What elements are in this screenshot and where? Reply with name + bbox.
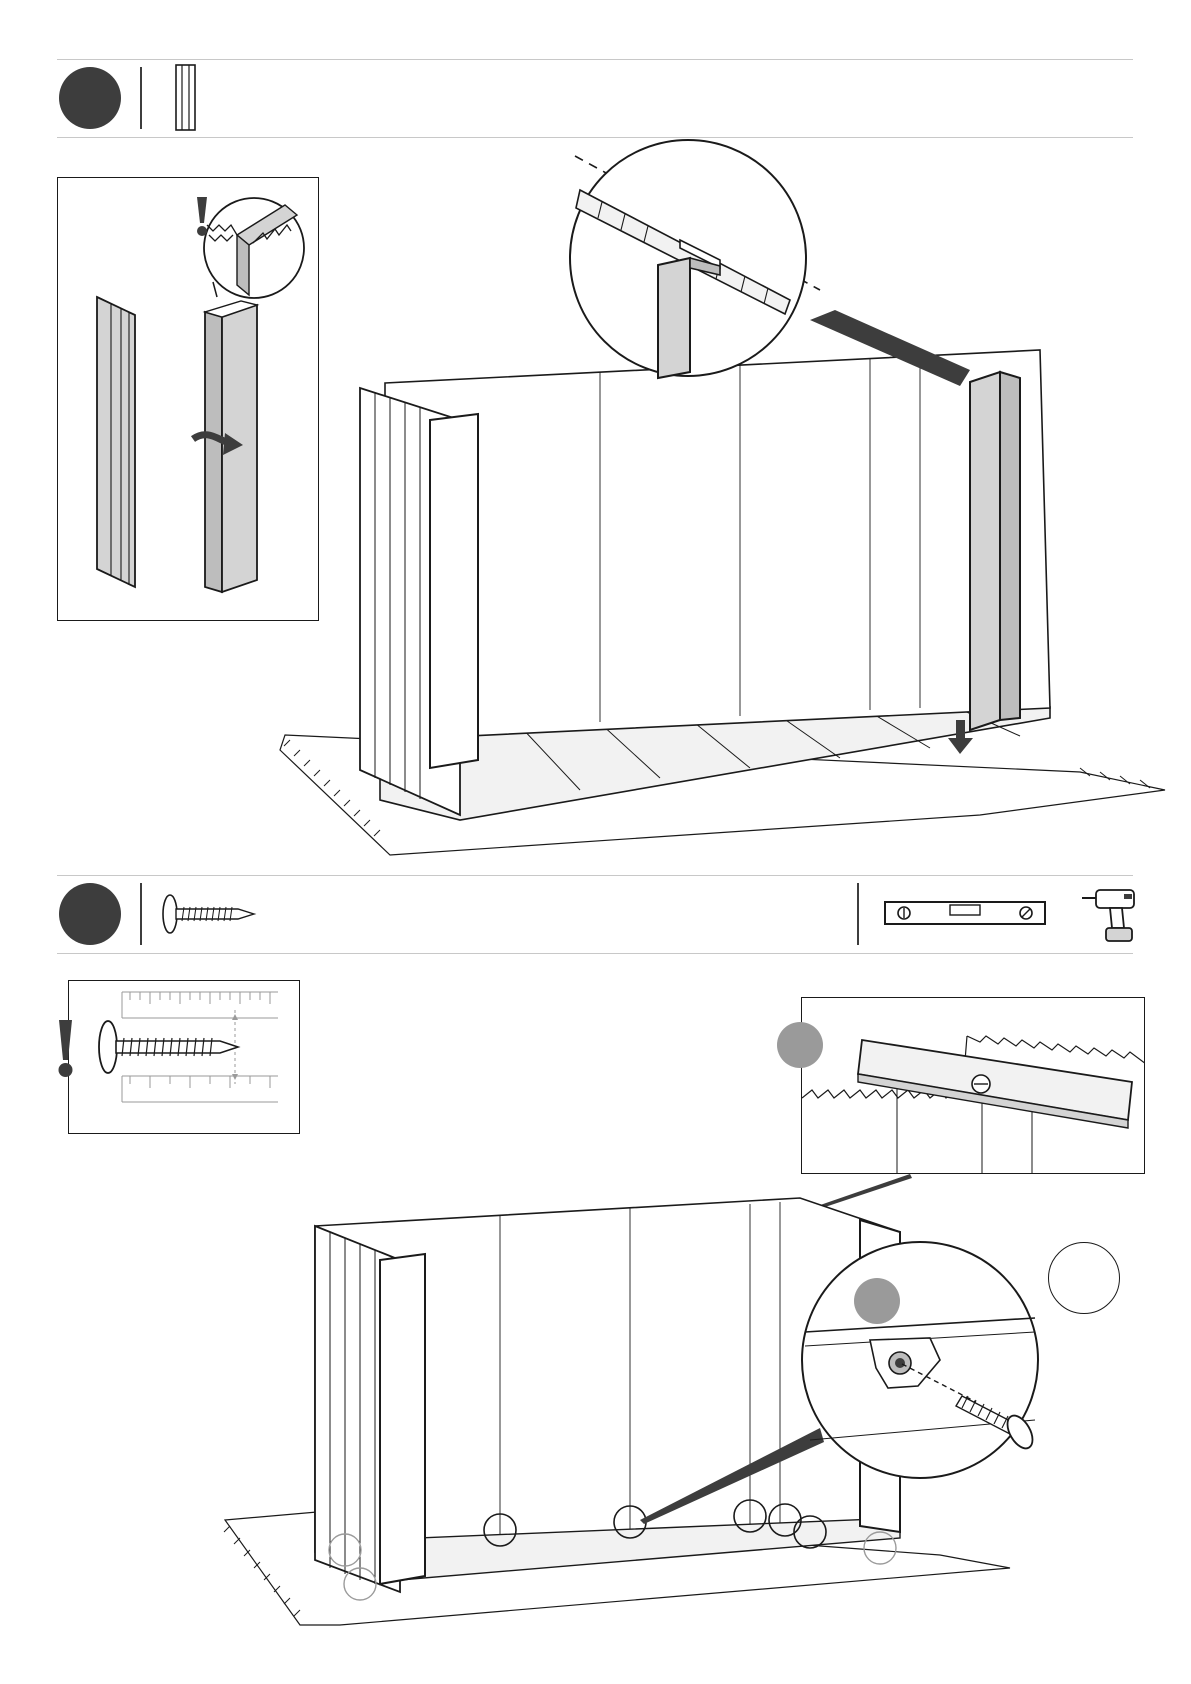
step-1-number-badge <box>59 67 121 129</box>
tools-divider <box>857 883 859 945</box>
back-wall <box>385 350 1050 740</box>
step-1-top-rule <box>57 59 1133 60</box>
step-2-bottom-rule <box>57 953 1133 954</box>
spirit-level-icon <box>884 898 1048 928</box>
step-2-number-badge <box>59 883 121 945</box>
cordless-drill-icon <box>1080 884 1140 944</box>
callout-empty-badge <box>1048 1242 1120 1314</box>
exclamation-icon <box>197 197 207 236</box>
level-on-wall-detail <box>802 998 1145 1174</box>
screw-part-icon <box>160 892 256 936</box>
left-front-post <box>380 1254 425 1584</box>
corner-profile-post <box>970 372 1020 730</box>
exclamation-icon <box>59 1020 73 1077</box>
callout-badge-a <box>777 1022 823 1068</box>
flat-corner-profile <box>97 297 135 587</box>
screw-length-detail <box>50 980 300 1134</box>
corner-profile-part-icon <box>175 64 199 132</box>
step-1-divider <box>140 67 142 129</box>
left-front-post <box>430 414 478 768</box>
step-2-main-illustration <box>220 1160 1140 1640</box>
callout-badge-b <box>854 1278 900 1324</box>
step-1-bottom-rule <box>57 137 1133 138</box>
step-2-divider <box>140 883 142 945</box>
step-2-top-rule <box>57 875 1133 876</box>
level-detail-box <box>801 997 1145 1174</box>
step-1-main-illustration <box>280 150 1180 870</box>
